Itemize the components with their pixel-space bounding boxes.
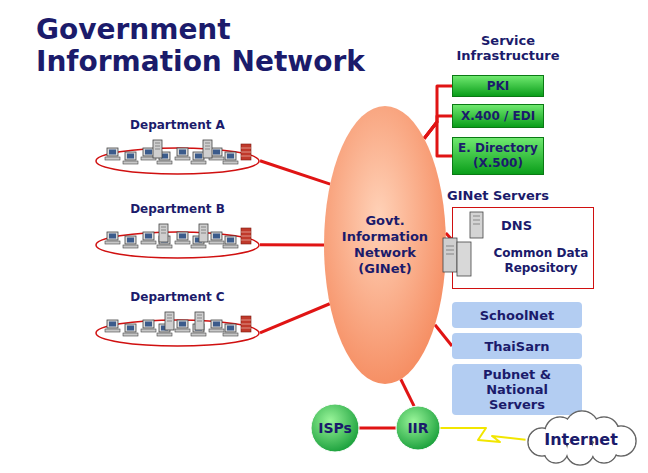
node-text: Common Data Repository	[489, 246, 593, 276]
network-box: SchoolNet	[452, 302, 582, 328]
service-box: PKI	[452, 75, 544, 97]
node-text: ThaiSarn	[484, 339, 549, 354]
internet-cloud: Internet	[522, 410, 640, 464]
network-box: Pubnet & National Servers	[452, 364, 582, 415]
iir-circle: IIR	[395, 405, 441, 451]
connector	[435, 325, 452, 346]
network-box: ThaiSarn	[452, 333, 582, 359]
service-box: E. Directory (X.500)	[452, 137, 544, 175]
node-text: Pubnet & National Servers	[456, 367, 578, 412]
department-lan: Department A	[95, 118, 260, 180]
node-text: ISPs	[318, 420, 352, 436]
node-text: DNS	[501, 218, 561, 233]
connector	[359, 427, 396, 430]
node-text: X.400 / EDI	[461, 109, 535, 124]
server-group: GINet ServersDNSCommon Data Repository	[452, 207, 594, 289]
connector	[440, 428, 526, 442]
node-text: SchoolNet	[480, 308, 555, 323]
node-text: Internet	[544, 430, 618, 449]
node-text: E. Directory (X.500)	[457, 141, 539, 171]
node-text: PKI	[487, 79, 510, 94]
isp-circle: ISPs	[310, 403, 360, 453]
connector	[260, 243, 324, 246]
node-text: Govt. Information Network (GINet)	[339, 213, 431, 277]
connector	[260, 161, 330, 184]
node-text: IIR	[407, 420, 428, 436]
node-text: Department C	[95, 290, 260, 304]
department-lan: Department C	[95, 290, 260, 352]
service-box: X.400 / EDI	[452, 104, 544, 128]
node-text: Department B	[95, 202, 260, 216]
page-title: Government Information Network	[36, 14, 366, 78]
department-lan: Department B	[95, 202, 260, 264]
connector	[260, 304, 330, 333]
connector	[401, 379, 414, 406]
node-text: GINet Servers	[447, 188, 597, 203]
node-text: Department A	[95, 118, 260, 132]
network-ellipse: Govt. Information Network (GINet)	[323, 105, 447, 385]
group-label: Service Infrastructure	[448, 33, 568, 63]
